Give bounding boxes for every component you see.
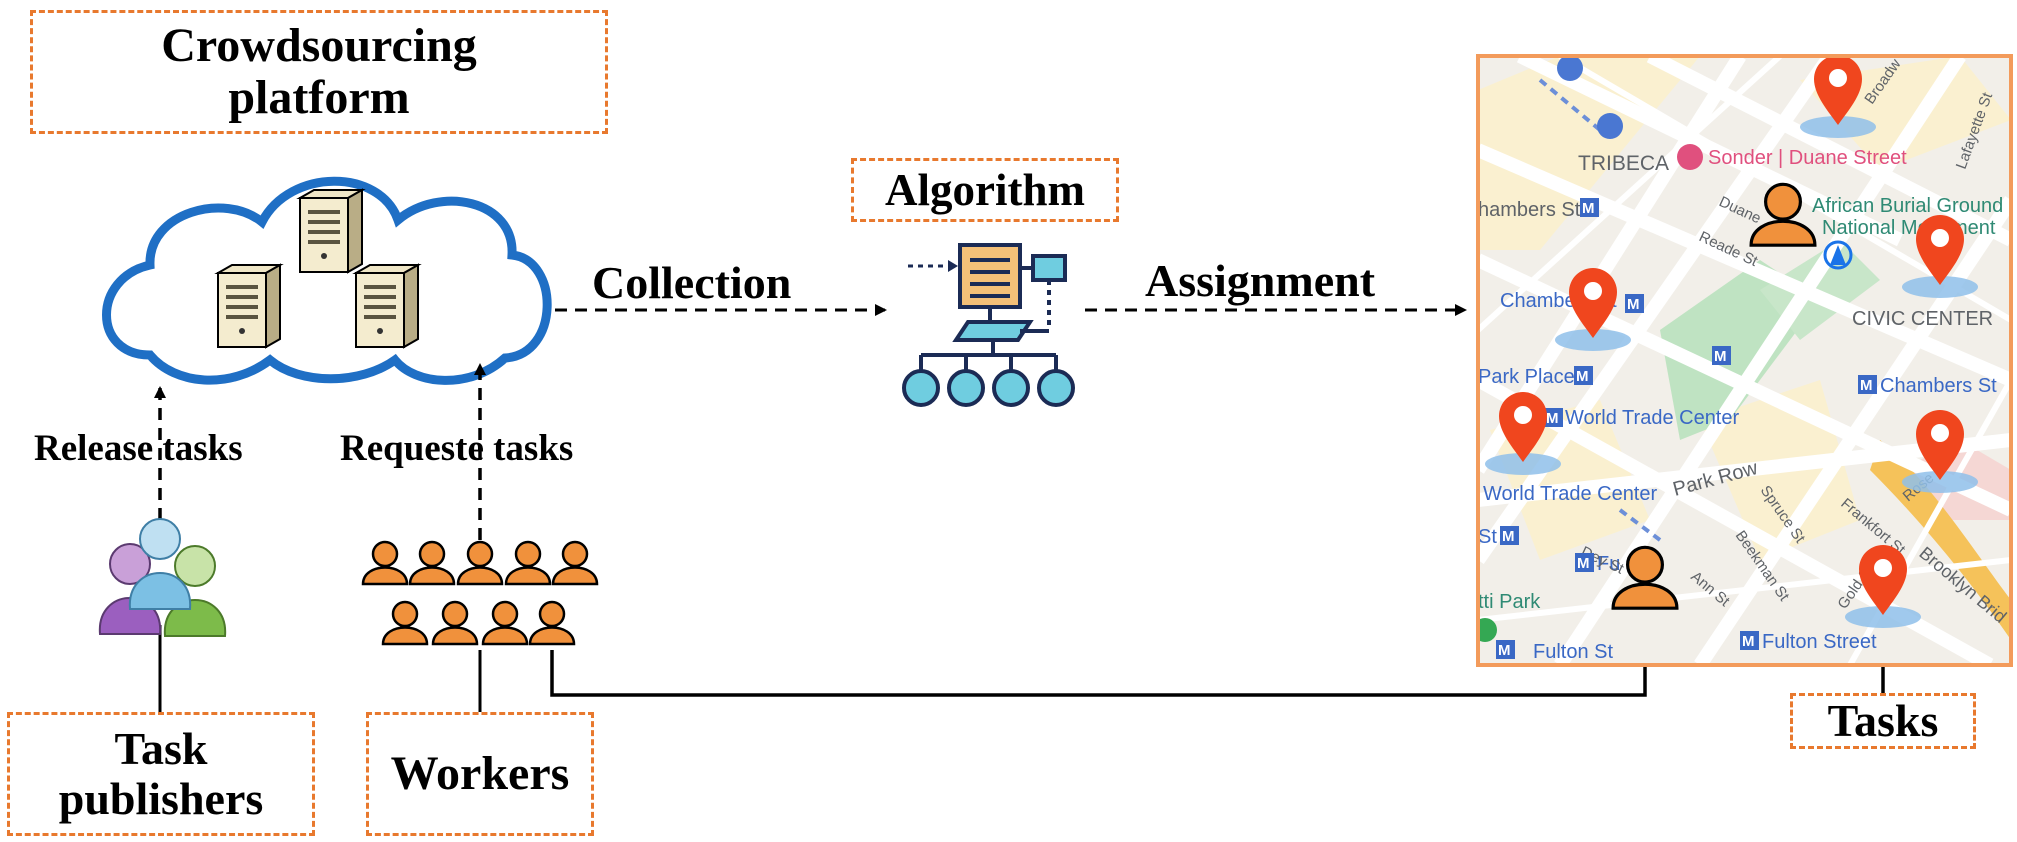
metro-icon: M [1742,633,1755,650]
metro-icon: M [1582,200,1595,217]
metro-icon: M [1502,528,1515,545]
map-label-fulton-street: Fulton Street [1762,631,1877,653]
metro-icon: M [1576,368,1589,385]
map-label-wtc-2: World Trade Center [1483,483,1657,505]
map-label-chambers-left: hambers St [1478,199,1581,221]
metro-icon: M [1498,642,1511,659]
map-label-african-2: National Monument [1822,217,1996,239]
assignment-label: Assignment [1145,255,1376,306]
metro-icon: M [1860,377,1873,394]
map-label-fulton-mid: Fu [1597,553,1620,575]
platform-title-line2: platform [228,71,410,124]
tasks-box: Tasks [1790,693,1976,749]
algorithm-icon [902,243,1075,407]
map-label-park-place: Park Place [1478,366,1575,388]
cloud-icon [102,176,552,385]
requeste-tasks-label: Requeste tasks [340,428,574,469]
algorithm-box: Algorithm [851,158,1119,222]
map-label-st-left: St [1478,526,1497,548]
tasks-label: Tasks [1827,695,1939,747]
map: TRIBECA Sonder | Duane Street African Bu… [1476,54,2013,667]
publishers-line1: Task [114,723,208,775]
map-label-sonder: Sonder | Duane Street [1708,147,1907,169]
metro-icon: M [1546,410,1559,427]
workers-label: Workers [390,747,570,801]
task-publishers-icon [98,518,227,637]
metro-icon: M [1627,296,1640,313]
workers-icon [361,540,599,646]
map-label-tribeca: TRIBECA [1578,152,1669,175]
map-label-chambers-right: Chambers St [1880,375,1997,397]
publishers-line2: publishers [58,773,264,824]
platform-title-line1: Crowdsourcing [161,19,477,73]
map-label-african-1: African Burial Ground [1812,195,2003,217]
metro-icon: M [1577,555,1590,572]
crowdsourcing-platform-box: Crowdsourcing platform [30,10,608,134]
workers-box: Workers [366,712,594,836]
map-label-tti-park: tti Park [1478,591,1541,613]
map-label-wtc-1: World Trade Center [1565,407,1739,429]
map-label-civic-center: CIVIC CENTER [1852,308,1993,330]
task-publishers-box: Task publishers [7,712,315,836]
collection-label: Collection [592,257,792,308]
map-worker-icon [1611,182,1817,610]
metro-icon: M [1714,348,1727,365]
map-label-fulton-left: Fulton St [1533,641,1613,663]
release-tasks-label: Release tasks [34,428,243,469]
algorithm-label: Algorithm [885,164,1085,215]
